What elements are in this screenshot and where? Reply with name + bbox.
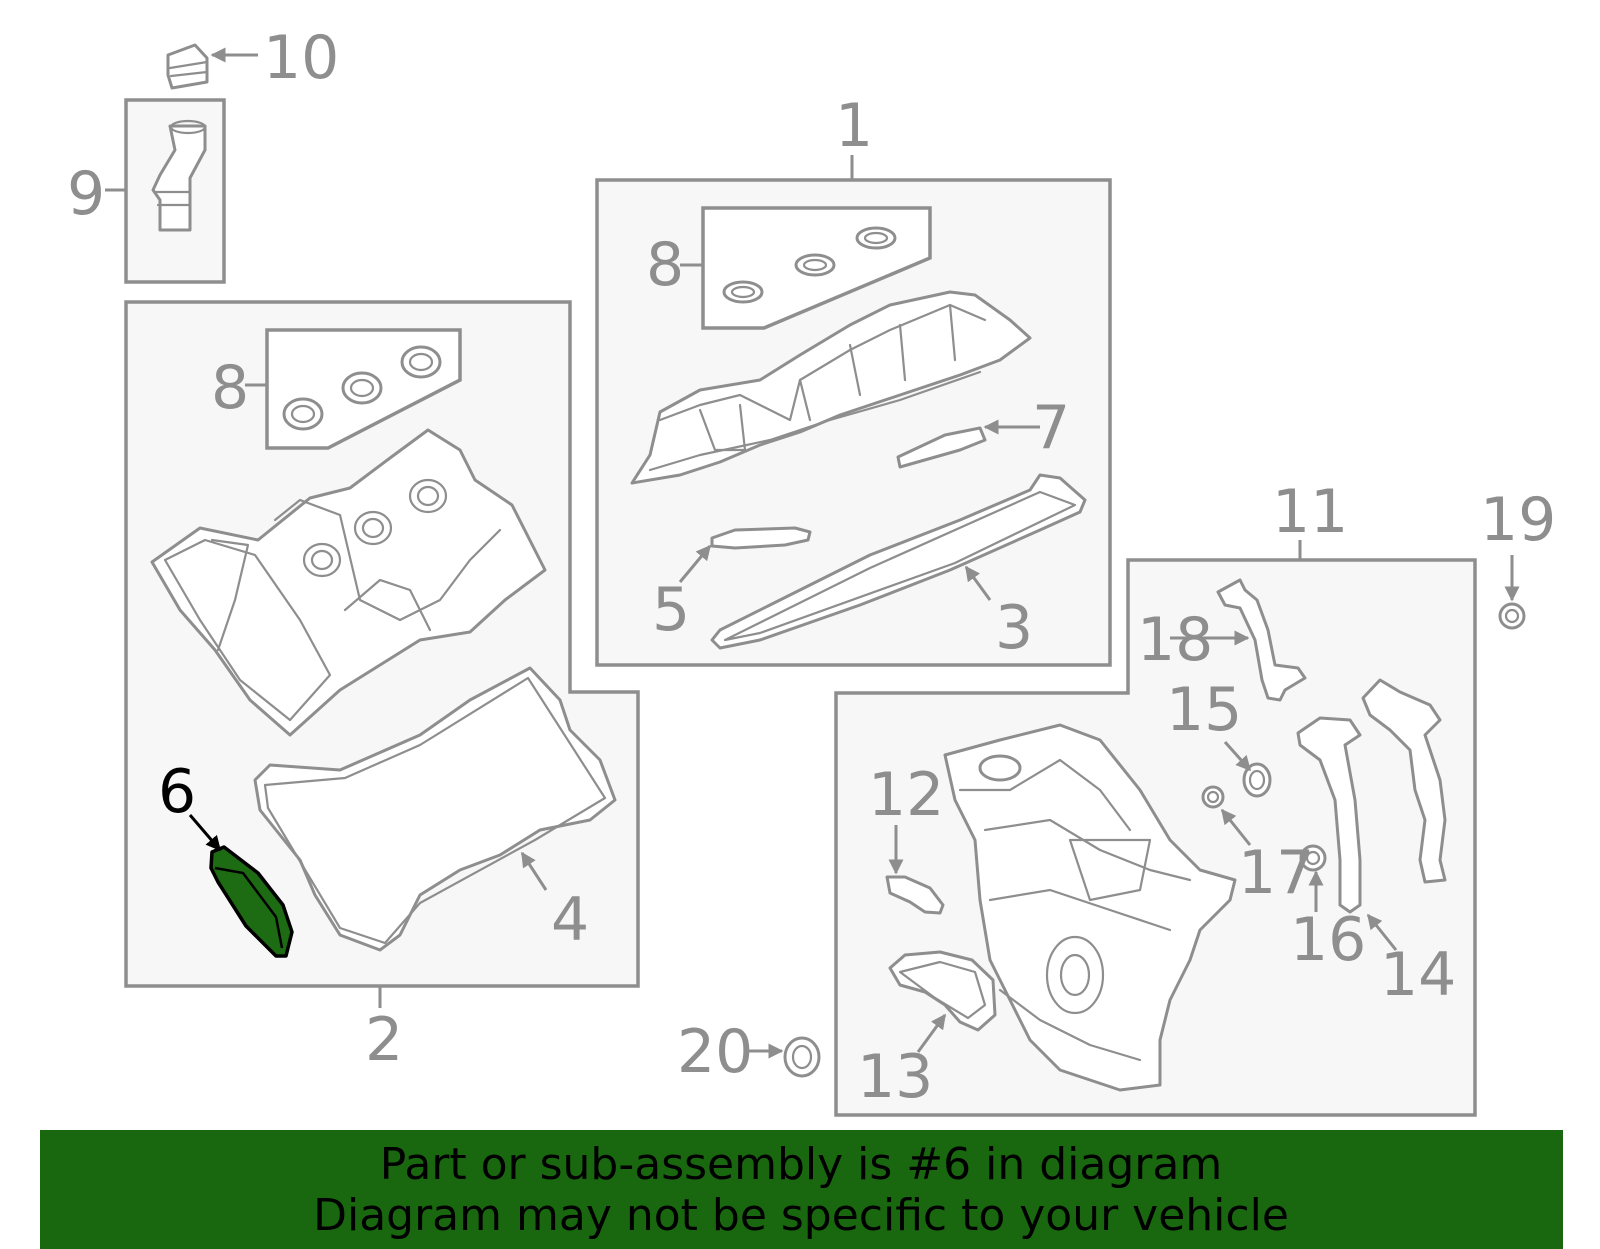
part-6-highlighted-gasket[interactable] (209, 845, 294, 958)
arrow-17 (1220, 808, 1252, 846)
callout-4: 4 (551, 885, 589, 955)
part-3-valve-cover-gasket-right[interactable] (710, 473, 1087, 650)
part-8-seals-left[interactable] (282, 345, 442, 431)
part-9-oil-filler-tube[interactable] (151, 119, 207, 232)
part-15-o-ring[interactable] (1242, 762, 1272, 798)
callout-9: 9 (67, 159, 105, 229)
arrow-14 (1366, 913, 1398, 951)
callout-3: 3 (995, 593, 1033, 663)
callout-17: 17 (1238, 838, 1314, 908)
callout-11: 11 (1272, 477, 1348, 547)
part-18-sensor[interactable] (1216, 578, 1307, 702)
callout-5: 5 (652, 575, 690, 645)
callout-10: 10 (263, 23, 339, 93)
arrow-13 (916, 1013, 947, 1053)
callout-20: 20 (677, 1017, 753, 1087)
part-19-o-ring[interactable] (1498, 602, 1526, 630)
part-17-washer[interactable] (1201, 785, 1225, 809)
callout-12: 12 (868, 760, 944, 830)
arrow-15 (1223, 741, 1252, 772)
part-8-seals-right[interactable] (722, 226, 897, 304)
callout-7: 7 (1032, 393, 1070, 463)
arrow-4 (520, 851, 548, 891)
banner-line-2: Diagram may not be specific to your vehi… (313, 1190, 1289, 1241)
info-banner (40, 1130, 1563, 1249)
part-10-oil-filler-cap[interactable] (166, 43, 209, 90)
banner-line-1: Part or sub-assembly is #6 in diagram (380, 1139, 1222, 1190)
part-11-timing-cover[interactable] (943, 723, 1237, 1092)
callout-8-right: 8 (646, 230, 684, 300)
part-13-seal[interactable] (888, 950, 997, 1032)
callout-1: 1 (835, 91, 873, 161)
part-16-o-ring[interactable] (1299, 844, 1327, 872)
part-4-valve-cover-gasket-left[interactable] (253, 666, 617, 952)
part-14-timing-gasket[interactable] (1361, 678, 1447, 884)
callout-2: 2 (365, 1005, 403, 1075)
callout-8-left: 8 (211, 353, 249, 423)
part-14-chain-guide[interactable] (1296, 716, 1362, 914)
part-7-bracket[interactable] (896, 426, 987, 469)
callout-15: 15 (1166, 675, 1242, 745)
arrow-3 (964, 565, 992, 601)
part-20-o-ring[interactable] (783, 1036, 821, 1078)
callout-19: 19 (1480, 485, 1556, 555)
callout-14: 14 (1380, 940, 1456, 1010)
callout-16: 16 (1290, 905, 1366, 975)
callout-18: 18 (1137, 605, 1213, 675)
arrow-6 (188, 814, 222, 852)
part-12-gasket[interactable] (885, 875, 945, 915)
part-1-valve-cover-right[interactable] (630, 290, 1032, 485)
part-2-valve-cover-left[interactable] (150, 428, 547, 737)
part-5-spark-plug-gasket[interactable] (710, 526, 812, 550)
callout-6: 6 (158, 757, 196, 827)
arrow-5 (678, 544, 712, 583)
callout-13: 13 (857, 1042, 933, 1112)
